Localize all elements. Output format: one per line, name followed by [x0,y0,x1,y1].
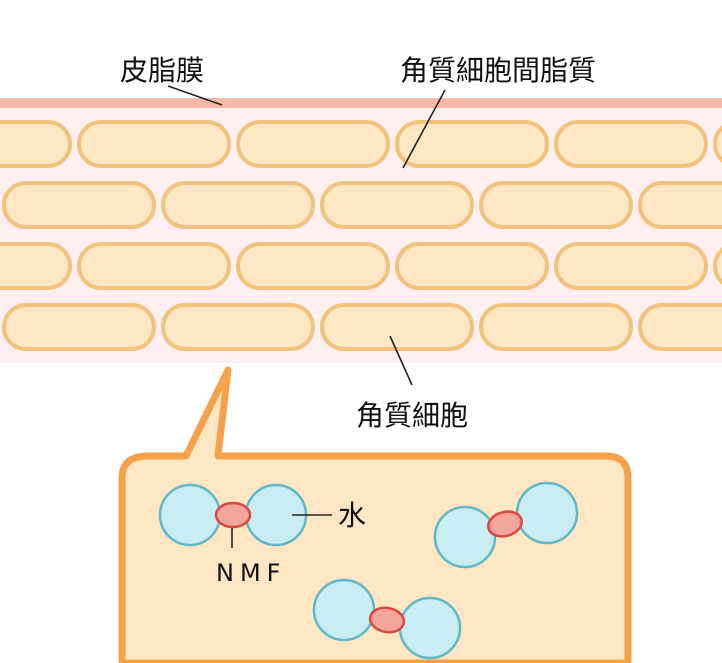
nmf-molecule [368,606,406,634]
corneocyte-label: 角質細胞 [356,399,468,432]
callout-bubble [118,366,632,663]
corneocyte-cell [638,303,722,351]
water-molecule [312,578,376,642]
corneocyte-leader-line [389,335,413,386]
corneocyte-cell [0,120,72,168]
corneocyte-cell [713,125,722,163]
zoom-callout [118,366,632,663]
corneocyte-cell [77,120,231,168]
sebum-label: 皮脂膜 [120,54,204,87]
corneocyte-cell [236,120,390,168]
water-molecule [433,505,497,569]
corneocyte-cell [395,120,549,168]
corneocyte-grid [0,120,722,351]
corneocyte-cell [320,303,474,351]
watermark-text: 新氧 [648,621,692,646]
water-molecule [398,596,462,660]
corneocyte-cell [479,303,633,351]
corneocyte-cell [395,242,549,290]
lipid-leader-line [402,89,446,169]
corneocyte-cell [236,242,390,290]
corneocyte-cell [320,181,474,229]
corneocyte-cell [713,247,722,285]
water-molecule [158,483,222,547]
leader-lines [167,85,446,386]
molecule-annotations [231,514,332,548]
nmf-label: NMF [216,559,286,587]
sebum-leader-line [167,85,223,106]
nmf-molecule [214,501,252,529]
corneocyte-cell [638,181,722,229]
corneocyte-cell [0,242,72,290]
water-label: 水 [338,499,366,532]
corneocyte-cell [479,181,633,229]
skin-layer-block [0,98,722,363]
corneocyte-cell [554,242,708,290]
sebum-film [0,98,722,108]
corneocyte-cell [2,303,156,351]
corneocyte-cell [161,303,315,351]
water-molecule [515,481,579,545]
corneocyte-cell [77,242,231,290]
intercellular-lipid-label: 角質細胞間脂質 [400,54,596,87]
corneocyte-cell [161,181,315,229]
nmf-molecule [487,510,523,538]
corneocyte-cell [554,120,708,168]
corneocyte-cell [2,181,156,229]
